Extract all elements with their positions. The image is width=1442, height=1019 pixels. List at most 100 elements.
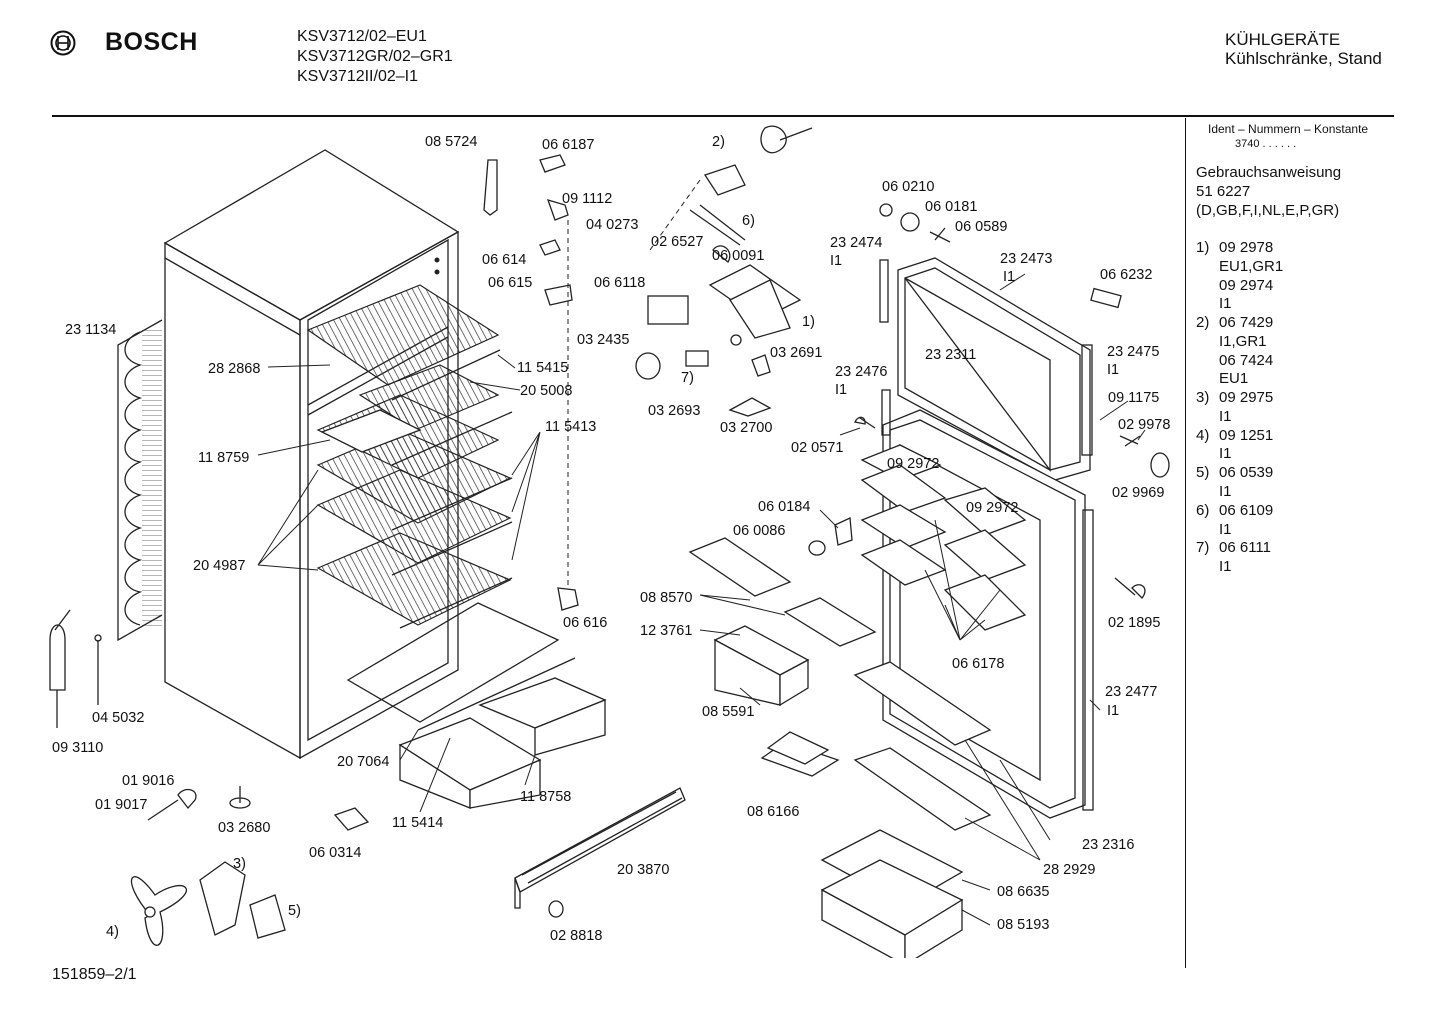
label: 02 8818 — [550, 928, 602, 944]
note-line: I1 — [1219, 407, 1232, 425]
label: 04 5032 — [92, 710, 144, 726]
label: 06 616 — [563, 615, 607, 631]
label: 4) — [106, 924, 119, 940]
label: 1) — [802, 314, 815, 330]
label: 06 6232 — [1100, 267, 1152, 283]
note-line: I1 — [1219, 482, 1232, 500]
note-line: 06 7424 — [1219, 351, 1274, 369]
label: 06 0086 — [733, 523, 785, 539]
sensor-parts — [49, 609, 370, 831]
label: 23 2473 — [1000, 251, 1052, 267]
label: 23 1134 — [65, 322, 116, 338]
note-key: 1) — [1196, 239, 1210, 256]
note-line: I1,GR1 — [1219, 332, 1267, 350]
label: 06 0091 — [712, 248, 764, 264]
label: 6) — [742, 213, 755, 229]
note-key: 2) — [1196, 314, 1210, 331]
note-line: I1 — [1219, 445, 1232, 463]
crisper-drawers — [398, 657, 607, 809]
label: 08 8570 — [640, 590, 692, 606]
butter-dish — [760, 731, 840, 777]
label: 28 2868 — [208, 361, 260, 377]
note-line: 09 2974 — [1219, 276, 1274, 294]
label: 09 2972 — [887, 456, 939, 472]
model-list: KSV3712/02–EU1 KSV3712GR/02–GR1 KSV3712I… — [297, 27, 453, 87]
label: I1 — [1107, 703, 1119, 719]
label: 08 6166 — [747, 804, 799, 820]
label: 02 9969 — [1112, 485, 1164, 501]
note-line: I1 — [1219, 520, 1232, 538]
thermostat-assembly — [567, 125, 813, 585]
model-3: KSV3712II/02–I1 — [297, 68, 418, 85]
shelf-rails — [391, 349, 513, 629]
egg-trays — [688, 537, 877, 707]
note-line: 06 7429 — [1219, 314, 1274, 331]
label: 06 615 — [488, 275, 532, 291]
label: 02 1895 — [1108, 615, 1160, 631]
glass-shelves — [306, 284, 512, 626]
label: 06 6178 — [952, 656, 1004, 672]
header-rule — [52, 115, 1394, 117]
label: 03 2693 — [648, 403, 700, 419]
note-line: 06 0539 — [1219, 464, 1274, 482]
label: 7) — [681, 370, 694, 386]
label: 20 4987 — [193, 558, 245, 574]
label: 12 3761 — [640, 623, 692, 639]
label: 06 6118 — [594, 275, 645, 291]
label: 11 8758 — [520, 789, 571, 805]
label: 06 0314 — [309, 845, 361, 861]
manual-block: Gebrauchsanweisung 51 6227 (D,GB,F,I,NL,… — [1196, 164, 1341, 220]
label: 04 0273 — [586, 217, 638, 233]
label: 01 9017 — [95, 797, 147, 813]
label: 3) — [233, 856, 246, 872]
label: 09 1175 — [1108, 390, 1159, 406]
exploded-parts-diagram: 08 5724 06 6187 09 1112 06 614 06 615 23… — [49, 125, 1170, 958]
label: 01 9016 — [122, 773, 174, 789]
note-item: 3) 09 2975 I1 — [1196, 389, 1273, 427]
notes-list: 1) 09 2978 EU1,GR1 09 2974 I1 2) 06 7429… — [1196, 239, 1283, 577]
ident-label: Ident – Nummern – Konstante — [1208, 122, 1369, 136]
label: 09 3110 — [52, 740, 103, 756]
note-line: I1 — [1219, 295, 1232, 313]
note-item: 5) 06 0539 I1 — [1196, 464, 1273, 502]
note-line: 06 6109 — [1219, 501, 1274, 519]
label: 08 5724 — [425, 134, 477, 150]
note-line: EU1 — [1219, 370, 1249, 388]
label: 11 8759 — [198, 450, 249, 466]
label: 06 0184 — [758, 499, 810, 515]
category-block: KÜHLGERÄTE Kühlschränke, Stand — [1225, 30, 1382, 68]
note-key: 5) — [1196, 464, 1210, 482]
label: 06 614 — [482, 252, 526, 268]
label: 08 5591 — [702, 704, 754, 720]
note-line: 09 2978 — [1219, 239, 1274, 256]
label: 5) — [288, 903, 301, 919]
note-line: 09 2975 — [1219, 389, 1274, 406]
note-item: 6) 06 6109 I1 — [1196, 502, 1273, 540]
drawing-number: 151859–2/1 — [52, 966, 137, 983]
bosch-armature-icon — [50, 30, 76, 56]
category-title: KÜHLGERÄTE — [1225, 30, 1341, 49]
freezer-door — [897, 257, 1091, 481]
label: 2) — [712, 134, 725, 150]
label: 03 2691 — [770, 345, 822, 361]
ident-value: 3740 . . . . . . — [1235, 138, 1297, 150]
note-key: 3) — [1196, 389, 1210, 406]
note-item: 2) 06 7429 I1,GR1 06 7424 EU1 — [1196, 314, 1273, 389]
label: 23 2311 — [925, 347, 976, 363]
note-line: 06 6111 — [1219, 539, 1271, 557]
label: 28 2929 — [1043, 862, 1095, 878]
note-line: 09 1251 — [1219, 426, 1274, 444]
category-subtitle: Kühlschränke, Stand — [1225, 49, 1382, 68]
note-item: 1) 09 2978 EU1,GR1 09 2974 I1 — [1196, 239, 1283, 314]
note-key: 7) — [1196, 539, 1210, 557]
label: 11 5414 — [392, 815, 443, 831]
note-line: I1 — [1219, 558, 1232, 576]
label: 09 2972 — [966, 500, 1018, 516]
manual-number: 51 6227 — [1196, 182, 1251, 200]
sidebar-divider — [1185, 118, 1186, 968]
label: 23 2475 — [1107, 344, 1159, 360]
label: 23 2477 — [1105, 684, 1157, 700]
manual-languages: (D,GB,F,I,NL,E,P,GR) — [1196, 201, 1340, 219]
label: 11 5413 — [545, 419, 596, 435]
label: 06 0181 — [925, 199, 977, 215]
